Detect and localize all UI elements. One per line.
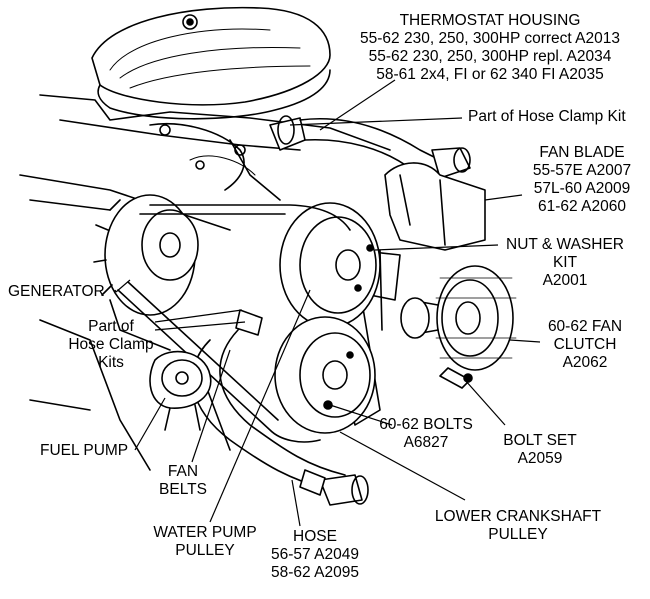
clamp-kits-left-line-1: Part of (88, 318, 134, 335)
thermostat-housing-drawing (269, 115, 471, 181)
fan-blade-line-2: 57L-60 A2009 (533, 180, 631, 197)
fan-clutch-label: 60-62 FAN CLUTCH A2062 (535, 318, 635, 372)
fan-blade-label: FAN BLADE 55-57E A2007 57L-60 A2009 61-6… (520, 144, 644, 216)
leader-thermostat (319, 79, 396, 131)
lower-hose-drawing (191, 309, 369, 506)
hose-line-1: HOSE (293, 528, 337, 545)
leader-clamp-kit-top (289, 117, 463, 126)
leader-crank-pulley (339, 431, 466, 501)
water-pump-pulley-line-2: PULLEY (175, 542, 235, 559)
bolt-set-drawing (439, 367, 473, 389)
leader-generator-2 (115, 279, 131, 293)
leader-fan-blade (484, 194, 523, 201)
clamp-kits-left-line-3: Kits (98, 354, 124, 371)
fan-belts-line-2: BELTS (159, 481, 207, 498)
leader-hose (291, 479, 301, 527)
fan-belts-drawing (117, 204, 383, 443)
thermostat-housing-line-1: 55-62 230, 250, 300HP correct A2013 (360, 30, 620, 47)
leader-nut-washer (374, 244, 499, 251)
fuel-pump-drawing (149, 350, 212, 431)
hose-line-2: 56-57 A2049 (271, 546, 359, 563)
fan-belts-line-1: FAN (167, 463, 199, 480)
nut-washer-line-3: A2001 (542, 272, 588, 289)
hose-label: HOSE 56-57 A2049 58-62 A2095 (250, 528, 380, 582)
fan-blade-title: FAN BLADE (539, 144, 625, 161)
fan-blade-line-1: 55-57E A2007 (532, 162, 632, 179)
bolt-set-line-1: BOLT SET (503, 432, 577, 449)
nut-washer-kit-label: NUT & WASHER KIT A2001 (500, 236, 630, 290)
fuel-pump-label: FUEL PUMP (40, 442, 129, 459)
bolts-label: 60-62 BOLTS A6827 (370, 416, 482, 452)
leader-bolts (329, 404, 393, 426)
nut-washer-line-1: NUT & WASHER (506, 236, 624, 253)
crankshaft-pulley-drawing (274, 316, 376, 434)
fan-clutch-line-1: 60-62 FAN (547, 318, 623, 335)
leader-fuel-pump (134, 397, 166, 451)
fan-clutch-drawing (400, 265, 517, 371)
thermostat-housing-line-3: 58-61 2x4, FI or 62 340 FI A2035 (376, 66, 604, 83)
thermostat-housing-title: THERMOSTAT HOUSING (399, 12, 581, 29)
generator-drawing (93, 194, 199, 316)
crank-pulley-line-1: LOWER CRANKSHAFT (434, 508, 602, 525)
hose-clamp-kits-left-label: Part of Hose Clamp Kits (56, 318, 166, 372)
leader-water-pump-pulley (209, 289, 311, 523)
leader-clamp-kits-left-b (154, 321, 246, 331)
clamp-kits-left-line-2: Hose Clamp (68, 336, 154, 353)
leader-fan-clutch (509, 339, 541, 343)
water-pump-pulley-line-1: WATER PUMP (153, 524, 257, 541)
fan-belts-label: FAN BELTS (148, 463, 218, 499)
air-cleaner-drawing (91, 6, 331, 120)
bolts-line-2: A6827 (403, 434, 449, 451)
leader-fan-belts (191, 349, 231, 463)
water-pump-pulley-label: WATER PUMP PULLEY (140, 524, 270, 560)
thermostat-housing-label: THERMOSTAT HOUSING 55-62 230, 250, 300HP… (345, 12, 635, 84)
fan-clutch-line-2: CLUTCH (553, 336, 617, 353)
bolt-set-label: BOLT SET A2059 (490, 432, 590, 468)
hose-clamp-kit-top-label: Part of Hose Clamp Kit (468, 108, 626, 125)
crank-pulley-line-2: PULLEY (488, 526, 548, 543)
leader-bolt-set (464, 379, 506, 426)
hose-line-3: 58-62 A2095 (271, 564, 359, 581)
fan-blade-line-3: 61-62 A2060 (538, 198, 626, 215)
thermostat-housing-line-2: 55-62 230, 250, 300HP repl. A2034 (368, 48, 612, 65)
water-pump-pulley-drawing (279, 202, 381, 328)
bolt-set-line-2: A2059 (517, 450, 563, 467)
fan-clutch-line-3: A2062 (562, 354, 608, 371)
leader-clamp-kits-left-a (154, 309, 243, 323)
generator-label: GENERATOR (8, 283, 105, 300)
lower-crankshaft-pulley-label: LOWER CRANKSHAFT PULLEY (418, 508, 618, 544)
nut-washer-line-2: KIT (552, 254, 578, 271)
bolts-line-1: 60-62 BOLTS (379, 416, 473, 433)
